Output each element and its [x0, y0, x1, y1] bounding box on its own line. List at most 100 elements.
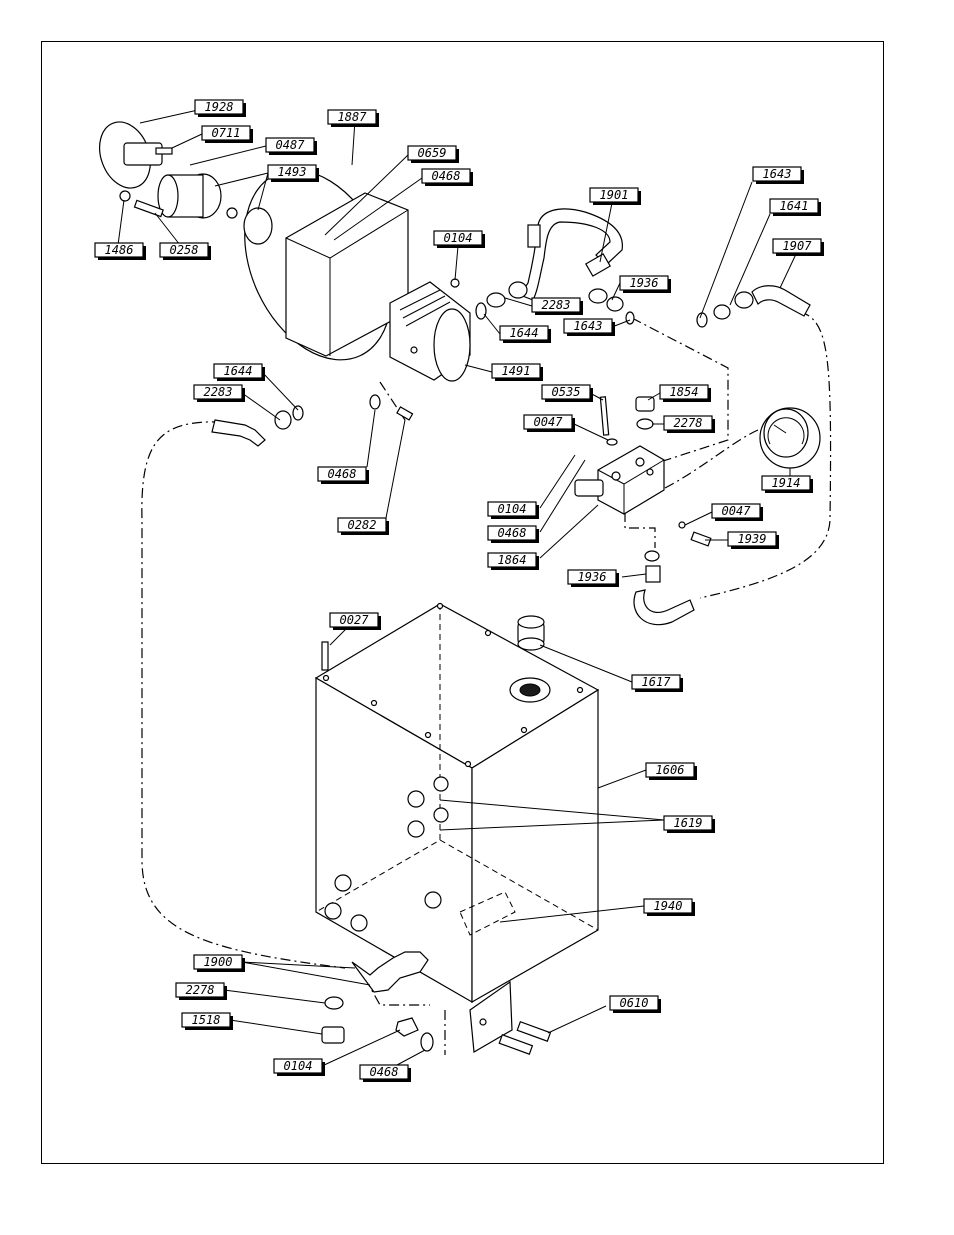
washer-1644-left: [293, 406, 303, 420]
callout-text: 1486: [105, 243, 134, 257]
elbow-1936: [634, 590, 694, 625]
tank-top-bolt: [466, 762, 471, 767]
callout-text: 1493: [278, 165, 307, 179]
leader-0610: [548, 1006, 606, 1033]
leader-1864: [540, 505, 598, 558]
callout-text: 2278: [186, 983, 215, 997]
leader-1907: [780, 254, 796, 288]
callout-text: 0104: [284, 1059, 313, 1073]
callout-1493: 1493: [268, 165, 319, 182]
fitting-2283-b: [509, 282, 527, 298]
washer-0047: [607, 439, 617, 445]
callout-0659: 0659: [408, 146, 459, 163]
bolt-0610: [517, 1022, 550, 1041]
callout-0104-motor: 0104: [434, 231, 485, 248]
valve-block-port: [647, 469, 653, 475]
fitting-1936: [646, 566, 660, 582]
valve-block-port: [612, 472, 620, 480]
washer-1936: [645, 551, 659, 561]
callout-1491: 1491: [492, 364, 543, 381]
coupler-half: [244, 208, 272, 244]
hose-1907: [752, 286, 810, 316]
callout-text: 0027: [340, 613, 370, 627]
callout-0487: 0487: [266, 138, 317, 155]
washer-2278-block: [637, 419, 653, 429]
leader-0104a: [455, 246, 458, 280]
fitting-tank-lower: [325, 903, 341, 919]
callout-text: 1864: [498, 553, 527, 567]
callout-1907: 1907: [773, 239, 824, 256]
callout-text: 2283: [542, 298, 571, 312]
callout-text: 0047: [722, 504, 752, 518]
bolt-0610: [499, 1035, 532, 1054]
leader-0282: [386, 420, 405, 518]
hose-elbow-left: [212, 420, 265, 446]
fitting-1619: [408, 821, 424, 837]
hose-left-return: [142, 422, 345, 968]
callout-text: 0047: [534, 415, 564, 429]
screw-0535: [600, 397, 608, 435]
callout-1864: 1864: [488, 553, 539, 570]
motor-face: [434, 309, 470, 381]
callout-2283-left: 2283: [194, 385, 245, 402]
callout-text: 1644: [224, 364, 253, 378]
washer-1643: [626, 312, 634, 324]
motor-terminal: [411, 347, 417, 353]
spider-insert: [227, 208, 237, 218]
callout-1901: 1901: [590, 188, 641, 205]
callout-text: 1901: [600, 188, 629, 202]
callout-0258: 0258: [160, 243, 211, 260]
hose-1901: [520, 209, 622, 300]
tank-top-bolt: [522, 728, 527, 733]
callout-text: 1643: [574, 319, 603, 333]
callout-text: 0282: [348, 518, 377, 532]
callout-text: 0104: [498, 502, 527, 516]
callout-text: 1887: [338, 110, 368, 124]
tank-top-bolt: [486, 631, 491, 636]
leader-2283b: [242, 393, 280, 420]
fitting-1936-top: [607, 297, 623, 311]
callout-text: 1606: [656, 763, 685, 777]
filler-cap-top: [518, 616, 544, 628]
callout-text: 1940: [654, 899, 683, 913]
fitting-tank-lower: [425, 892, 441, 908]
callout-1641: 1641: [770, 199, 821, 216]
callout-1518: 1518: [182, 1013, 233, 1030]
callout-text: 1854: [670, 385, 699, 399]
callout-text: 2283: [204, 385, 233, 399]
callout-1617: 1617: [632, 675, 683, 692]
callout-1914: 1914: [762, 476, 813, 493]
washer-0468: [421, 1033, 433, 1051]
callout-1928: 1928: [195, 100, 246, 117]
hose-gauge-2: [665, 430, 758, 488]
fitting-1936-top: [589, 289, 607, 303]
leader-0487: [190, 146, 266, 165]
callout-1940: 1940: [644, 899, 695, 916]
callout-1486: 1486: [95, 243, 146, 260]
callout-text: 1619: [674, 816, 703, 830]
callout-text: 0468: [328, 467, 357, 481]
fitting-tank-lower: [351, 915, 367, 931]
leader-0258: [155, 213, 180, 245]
filler-cap-bottom: [518, 638, 544, 650]
tank-top-bolt: [372, 701, 377, 706]
callout-1644-left: 1644: [214, 364, 265, 381]
plug-1518: [322, 1027, 344, 1043]
callout-0468-top: 0468: [422, 169, 473, 186]
callout-text: 1936: [630, 276, 659, 290]
callout-text: 1928: [205, 100, 234, 114]
plug-1854: [636, 397, 654, 411]
callout-1936-top: 1936: [620, 276, 671, 293]
callout-text: 0610: [620, 996, 649, 1010]
callout-0104-block: 0104: [488, 502, 539, 519]
hose-block-lower: [625, 512, 655, 548]
callout-1606: 1606: [646, 763, 697, 780]
callout-text: 1491: [502, 364, 531, 378]
fitting-1641: [714, 305, 730, 319]
leader-0104b: [540, 455, 575, 508]
callout-text: 0711: [212, 126, 241, 140]
callout-text: 1644: [510, 326, 539, 340]
leader-1493b: [215, 173, 268, 186]
callout-0047-block: 0047: [712, 504, 763, 521]
callout-text: 0468: [432, 169, 461, 183]
